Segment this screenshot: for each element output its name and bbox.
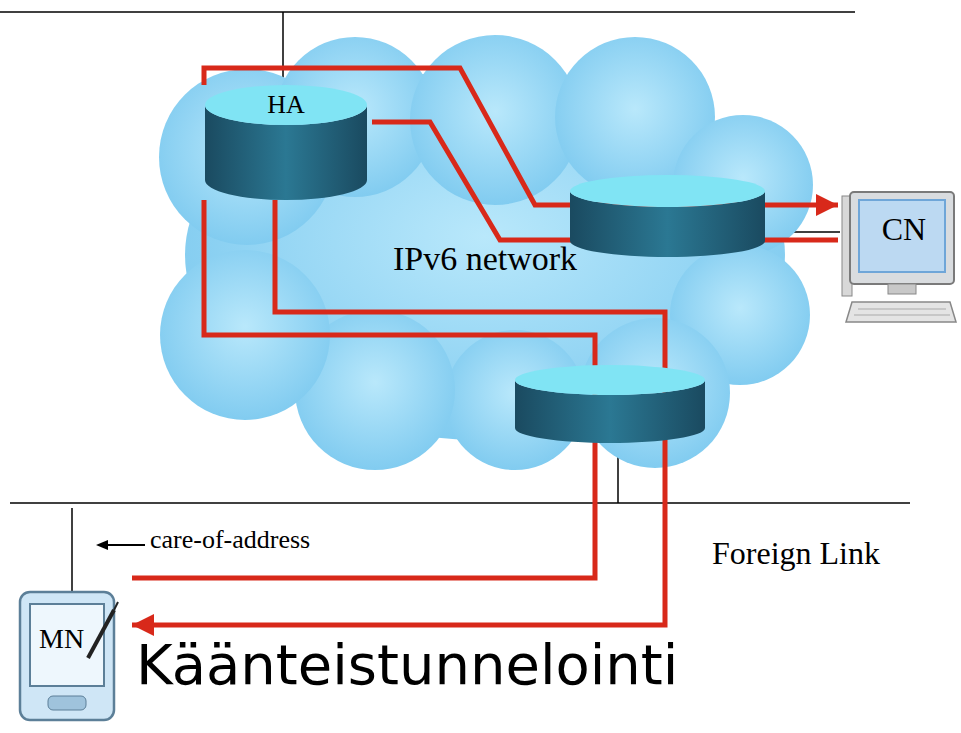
home-agent-router: HA <box>200 85 372 200</box>
router-cylinder <box>515 365 705 443</box>
correspondent-node: CN <box>838 190 958 330</box>
node-label: CN <box>850 212 958 247</box>
link-label: care-of-address <box>150 526 310 555</box>
computer-icon <box>838 190 958 330</box>
node-label: MN <box>39 624 132 655</box>
node-label: HA <box>200 91 372 120</box>
router-cylinder <box>570 175 765 257</box>
mobile-node: MN <box>18 588 132 722</box>
slide-title: Käänteistunnelointi <box>136 634 678 696</box>
network-cloud: IPv6 networkHA <box>150 35 820 475</box>
link-label: Foreign Link <box>712 536 880 571</box>
pda-icon <box>18 588 132 722</box>
